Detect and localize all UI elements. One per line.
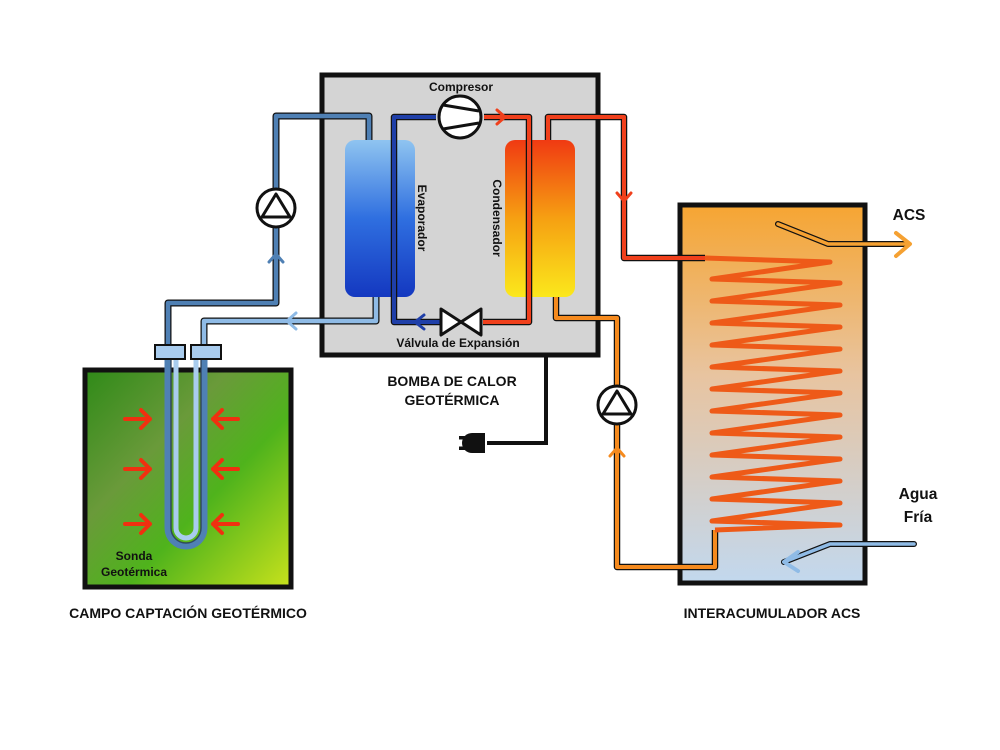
condenser-label: Condensador — [490, 179, 504, 257]
heat-arrow-icon — [211, 408, 240, 430]
heat-arrows — [123, 408, 240, 535]
flow-arrow-brine-left — [285, 311, 298, 331]
expansion-valve-label: Válvula de Expansión — [396, 336, 519, 350]
field-title: CAMPO CAPTACIÓN GEOTÉRMICO — [69, 604, 307, 621]
compressor-label: Compresor — [429, 80, 493, 94]
probe-label-line2: Geotérmica — [101, 565, 167, 579]
heat-pump-title-line1: BOMBA DE CALOR — [387, 373, 516, 389]
flow-arrow-return-up — [608, 446, 626, 458]
condenser-panel — [505, 140, 575, 297]
probe-connector-right — [190, 344, 222, 360]
acs-outlet-label: ACS — [893, 207, 926, 224]
heat-arrow-icon — [211, 513, 240, 535]
heat-pump-title-line2: GEOTÉRMICA — [405, 392, 500, 408]
expansion-valve-icon — [439, 307, 483, 337]
cold-water-label-line1: Agua — [899, 486, 938, 503]
power-plug-icon — [459, 433, 485, 453]
flow-arrow-hot-down — [615, 191, 633, 203]
acs-outlet-arrow — [775, 221, 912, 258]
flow-arrow-refrigerant-right — [495, 108, 507, 126]
hot-water-loop — [544, 113, 843, 571]
flow-arrow-refrigerant-left — [413, 313, 426, 331]
geothermal-field — [82, 367, 294, 590]
evaporator-label: Evaporador — [415, 185, 429, 252]
heat-arrow-icon — [123, 408, 152, 430]
pump-icon — [255, 187, 297, 229]
heat-arrow-icon — [123, 513, 152, 535]
pump-icon — [596, 384, 638, 426]
geothermal-probe — [164, 360, 208, 550]
probe-connector-left — [154, 344, 186, 360]
flow-arrows — [267, 108, 633, 458]
compressor-icon — [437, 94, 483, 140]
tank-title: INTERACUMULADOR ACS — [684, 605, 861, 621]
evaporator-panel — [345, 140, 415, 297]
cold-water-inlet-arrow — [781, 541, 917, 573]
power-cable — [487, 355, 548, 445]
probe-label-line1: Sonda — [116, 549, 153, 563]
heat-arrow-icon — [211, 458, 240, 480]
cold-water-label-line2: Fría — [904, 509, 933, 526]
heat-arrow-icon — [123, 458, 152, 480]
flow-arrow-brine-up — [267, 252, 285, 264]
